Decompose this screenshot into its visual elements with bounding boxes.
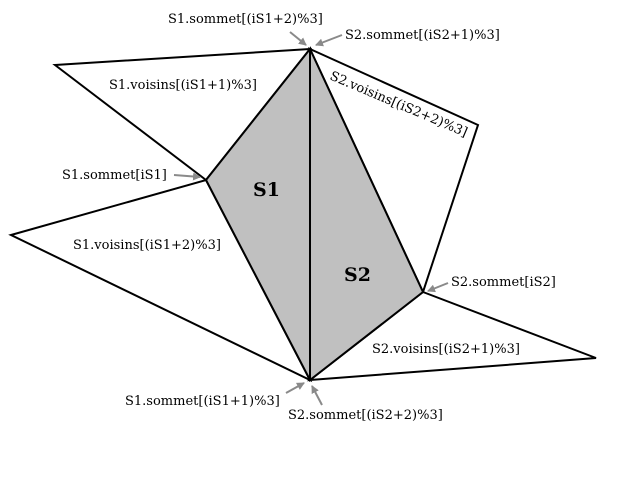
- label-s1-voisins-is1p1: S1.voisins[(iS1+1)%3]: [109, 78, 257, 93]
- arrow-s2-sommet-is2p2: [311, 385, 323, 406]
- label-s1-sommet-is1p2: S1.sommet[(iS1+2)%3]: [168, 12, 323, 27]
- label-s1-sommet-is1: S1.sommet[iS1]: [62, 168, 167, 183]
- arrow-s2-sommet-is2p1: [315, 34, 343, 47]
- triangle-s2-label: S2: [344, 264, 371, 286]
- label-s1-sommet-is1p1: S1.sommet[(iS1+1)%3]: [125, 394, 280, 409]
- triangle-s1-label: S1: [253, 179, 280, 201]
- arrow-s1-sommet-is1p2: [289, 31, 307, 46]
- label-s2-sommet-is2p1: S2.sommet[(iS2+1)%3]: [345, 28, 500, 43]
- label-s2-voisins-is2p1: S2.voisins[(iS2+1)%3]: [372, 342, 520, 357]
- arrow-s1-sommet-is1p1: [285, 382, 305, 394]
- arrow-s2-sommet-is2: [427, 282, 449, 293]
- label-s1-voisins-is1p2: S1.voisins[(iS1+2)%3]: [73, 238, 221, 253]
- arrow-s1-sommet-is1: [173, 172, 201, 181]
- label-s2-sommet-is2: S2.sommet[iS2]: [451, 275, 556, 290]
- label-s2-sommet-is2p2: S2.sommet[(iS2+2)%3]: [288, 408, 443, 423]
- triangle-s2: [309, 48, 425, 383]
